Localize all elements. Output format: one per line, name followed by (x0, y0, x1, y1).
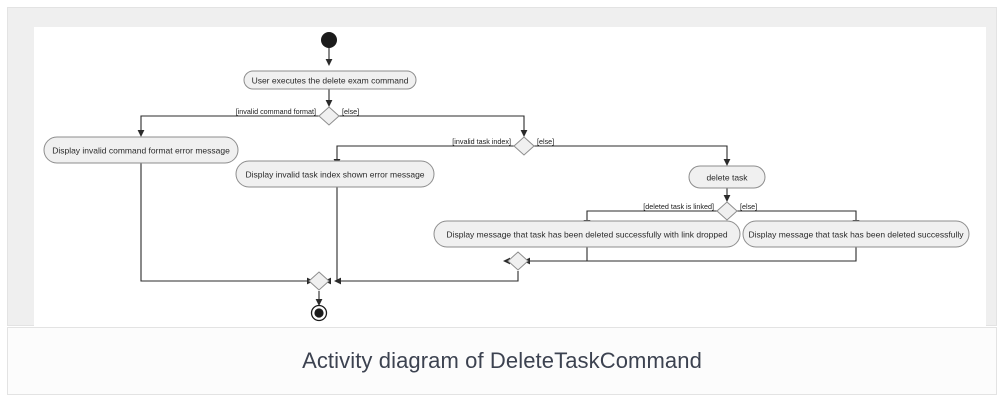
diagram-caption: Activity diagram of DeleteTaskCommand (302, 348, 702, 373)
caption-panel: Activity diagram of DeleteTaskCommand (7, 327, 997, 395)
arrow-m1-end (315, 299, 323, 306)
arrow-d1-a2 (137, 130, 145, 137)
activity-label-a2: Display invalid command format error mes… (52, 146, 230, 156)
diagram-canvas: User executes the delete exam command [i… (34, 27, 986, 327)
arrow-d1-d2 (520, 130, 528, 137)
guard-label-d3-right: [else] (740, 202, 757, 211)
activity-label-a3: Display invalid task index shown error m… (245, 170, 424, 180)
activity-diagram-svg: User executes the delete exam command [i… (43, 32, 970, 322)
edge-d3-left-to-a5 (586, 210, 717, 222)
diagram-frame: User executes the delete exam command [i… (7, 7, 997, 327)
end-node-core (314, 308, 324, 318)
arrow-a1-d1 (325, 100, 333, 107)
activity-node-a4[interactable] (688, 165, 766, 189)
edge-a2-to-m1 (140, 163, 309, 282)
edge-d2-left-to-a3 (336, 145, 514, 161)
decision-node-2 (513, 136, 535, 156)
guard-label-d1-right: [else] (342, 107, 359, 116)
guard-label-d3-left: [deleted task is linked] (643, 202, 714, 211)
guard-label-d2-left: [invalid task index] (452, 137, 511, 146)
activity-label-a1: User executes the delete exam command (252, 76, 409, 86)
activity-node-a3[interactable] (235, 160, 435, 188)
edge-m2-to-m1 (339, 271, 519, 282)
activity-label-a5: Display message that task has been delet… (446, 230, 727, 240)
merge-node-1 (308, 271, 330, 291)
activity-node-a5[interactable] (433, 220, 741, 248)
activity-node-a1[interactable] (243, 70, 417, 90)
arrow-a4-d3 (723, 195, 731, 202)
arrow-a5-m2 (503, 257, 510, 265)
merge-node-2 (507, 251, 529, 271)
edge-d3-right-to-a6 (737, 210, 857, 222)
arrow-start-a1 (325, 59, 333, 66)
start-node (321, 32, 337, 48)
edge-d1-right-to-d2 (339, 115, 525, 132)
activity-label-a6: Display message that task has been delet… (749, 230, 965, 240)
guard-label-d1-left: [invalid command format] (236, 107, 316, 116)
activity-node-a6[interactable] (742, 220, 970, 248)
edge-d2-right-to-a4 (534, 145, 728, 161)
activity-node-a2[interactable] (43, 136, 239, 164)
edge-a6-to-m2 (528, 247, 857, 262)
edge-d1-left-to-a2 (140, 115, 319, 132)
decision-node-3 (716, 201, 738, 221)
decision-node-1 (318, 106, 340, 126)
arrow-d2-a4 (723, 159, 731, 166)
activity-label-a4: delete task (706, 173, 748, 183)
guard-label-d2-right: [else] (537, 137, 554, 146)
